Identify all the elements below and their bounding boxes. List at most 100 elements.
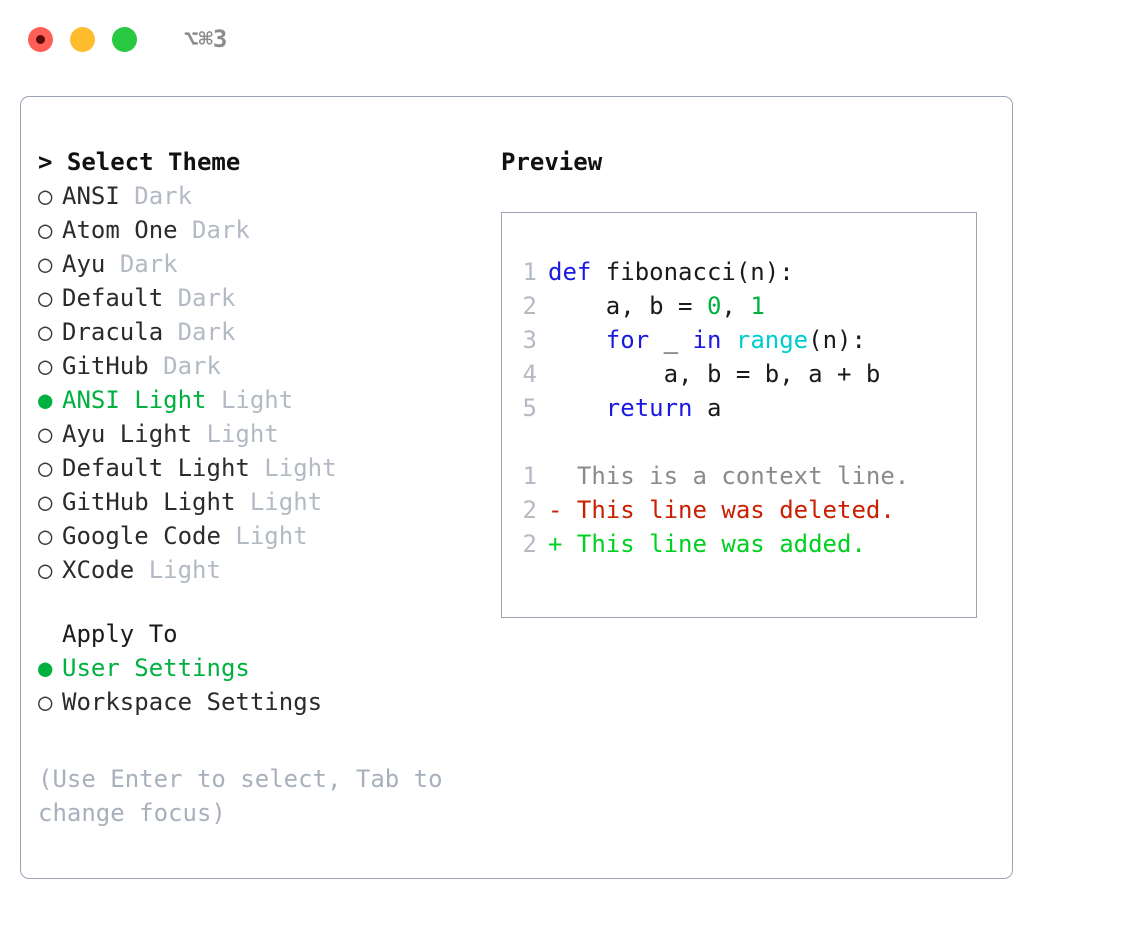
code-token: a, b = b, a + b [548, 360, 881, 388]
theme-option-name: Ayu [62, 250, 106, 278]
line-number: 1 [522, 462, 537, 490]
radio-unselected-icon: ○ [38, 216, 53, 244]
code-token: in [692, 326, 722, 354]
apply-to-option-label: Workspace Settings [62, 688, 323, 716]
line-number: 5 [522, 394, 537, 422]
theme-option-ayu[interactable]: ○ Ayu Dark [38, 247, 498, 281]
theme-option-ansi[interactable]: ○ ANSI Dark [38, 179, 498, 213]
theme-option-name: GitHub [62, 352, 149, 380]
diff-text: This is a context line. [562, 462, 910, 490]
radio-unselected-icon: ○ [38, 318, 53, 346]
code-line: 1 def fibonacci(n): [511, 255, 972, 289]
apply-to-option-user-settings[interactable]: ● User Settings [38, 651, 498, 685]
code-line: 3 for _ in range(n): [511, 323, 972, 357]
theme-option-kind-badge: Light [220, 386, 294, 414]
keyboard-hint-text: (Use Enter to select, Tab to change focu… [38, 765, 443, 827]
radio-unselected-icon: ○ [38, 522, 53, 550]
code-token: (n): [808, 326, 866, 354]
diff-line: 2+ This line was added. [511, 527, 972, 561]
theme-option-ayu-light[interactable]: ○Ayu Light Light [38, 417, 498, 451]
theme-option-dracula[interactable]: ○Dracula Dark [38, 315, 498, 349]
line-number: 3 [522, 326, 537, 354]
theme-option-default-light[interactable]: ○ Default Light Light [38, 451, 498, 485]
theme-option-name: Google Code [62, 522, 221, 550]
apply-to-option-workspace-settings[interactable]: ○ Workspace Settings [38, 685, 498, 719]
select-theme-label: Select Theme [66, 148, 241, 176]
theme-selection-column: > Select Theme ○ANSI Dark○Atom One Dark○… [38, 145, 498, 719]
theme-option-ansi-light[interactable]: ● ANSI Light Light [38, 383, 498, 417]
code-line: 4 a, b = b, a + b [511, 357, 972, 391]
code-token [548, 394, 606, 422]
apply-to-option-label: User Settings [62, 654, 250, 682]
theme-option-kind-badge: Dark [192, 216, 250, 244]
code-line: 5 return a [511, 391, 972, 425]
title-bar: ⌥⌘3 [0, 0, 1140, 78]
theme-option-kind-badge: Dark [119, 250, 178, 278]
radio-unselected-icon: ○ [38, 454, 53, 482]
line-number: 4 [522, 360, 537, 388]
theme-option-kind-badge: Dark [134, 182, 193, 210]
theme-option-kind-badge: Light [249, 488, 323, 516]
code-token [721, 326, 735, 354]
code-token: range [735, 326, 809, 354]
diff-marker: + [548, 530, 563, 558]
theme-option-name: XCode [62, 556, 135, 584]
diff-text: This line was deleted. [562, 496, 895, 524]
theme-option-name: Default Light [62, 454, 250, 482]
theme-option-github-light[interactable]: ○ GitHub Light Light [38, 485, 498, 519]
theme-option-google-code[interactable]: ○ Google Code Light [38, 519, 498, 553]
radio-unselected-icon: ○ [38, 420, 53, 448]
radio-unselected-icon: ○ [38, 250, 53, 278]
close-button[interactable] [28, 26, 53, 52]
line-number: 2 [522, 496, 537, 524]
radio-unselected-icon: ○ [38, 284, 53, 312]
code-token: for [605, 326, 650, 354]
minimize-button[interactable] [70, 26, 95, 52]
theme-option-kind-badge: Light [235, 522, 308, 550]
radio-unselected-icon: ○ [38, 556, 53, 584]
code-token: 1 [750, 292, 765, 320]
main-panel: > Select Theme ○ANSI Dark○Atom One Dark○… [20, 96, 1013, 879]
diff-sample: 1 This is a context line. 2- This line wa… [511, 459, 972, 561]
theme-option-name: GitHub Light [62, 488, 236, 516]
theme-option-name: Atom One [62, 216, 178, 244]
theme-option-name: Dracula [62, 318, 164, 346]
radio-selected-icon: ● [38, 386, 53, 414]
theme-option-kind-badge: Light [148, 556, 221, 584]
line-number: 1 [522, 258, 537, 286]
focus-prompt-icon: > [38, 148, 53, 176]
window-controls [28, 26, 137, 52]
radio-unselected-icon: ○ [38, 688, 53, 716]
diff-line: 2- This line was deleted. [511, 493, 972, 527]
diff-marker [548, 462, 562, 490]
preview-heading: Preview [501, 148, 603, 176]
line-number: 2 [522, 530, 537, 558]
theme-option-name: ANSI [62, 182, 120, 210]
maximize-button[interactable] [112, 26, 137, 52]
radio-selected-icon: ● [38, 654, 53, 682]
theme-option-kind-badge: Light [264, 454, 337, 482]
select-theme-heading: > Select Theme [38, 145, 498, 179]
apply-to-heading: Apply To [38, 617, 498, 651]
diff-marker: - [548, 496, 563, 524]
code-token: 0 [706, 292, 722, 320]
radio-unselected-icon: ○ [38, 182, 53, 210]
code-token: , [721, 292, 751, 320]
theme-option-kind-badge: Dark [177, 284, 236, 312]
code-token: a [692, 394, 722, 422]
code-token [548, 326, 606, 354]
theme-option-xcode[interactable]: ○ XCode Light [38, 553, 498, 587]
code-line: 2 a, b = 0, 1 [511, 289, 972, 323]
code-token: fibonacci(n): [591, 258, 794, 286]
theme-option-atom-one[interactable]: ○ Atom One Dark [38, 213, 498, 247]
theme-option-name: Ayu Light [62, 420, 193, 448]
theme-option-name: ANSI Light [62, 386, 207, 414]
theme-list: ○ANSI Dark○Atom One Dark○Ayu Dark○Defaul… [38, 179, 498, 587]
theme-option-github[interactable]: ○GitHub Dark [38, 349, 498, 383]
code-token: def [548, 258, 592, 286]
theme-option-default[interactable]: ○Default Dark [38, 281, 498, 315]
radio-unselected-icon: ○ [38, 488, 53, 516]
code-token: _ [649, 326, 693, 354]
keyboard-shortcut-label: ⌥⌘3 [184, 25, 228, 53]
